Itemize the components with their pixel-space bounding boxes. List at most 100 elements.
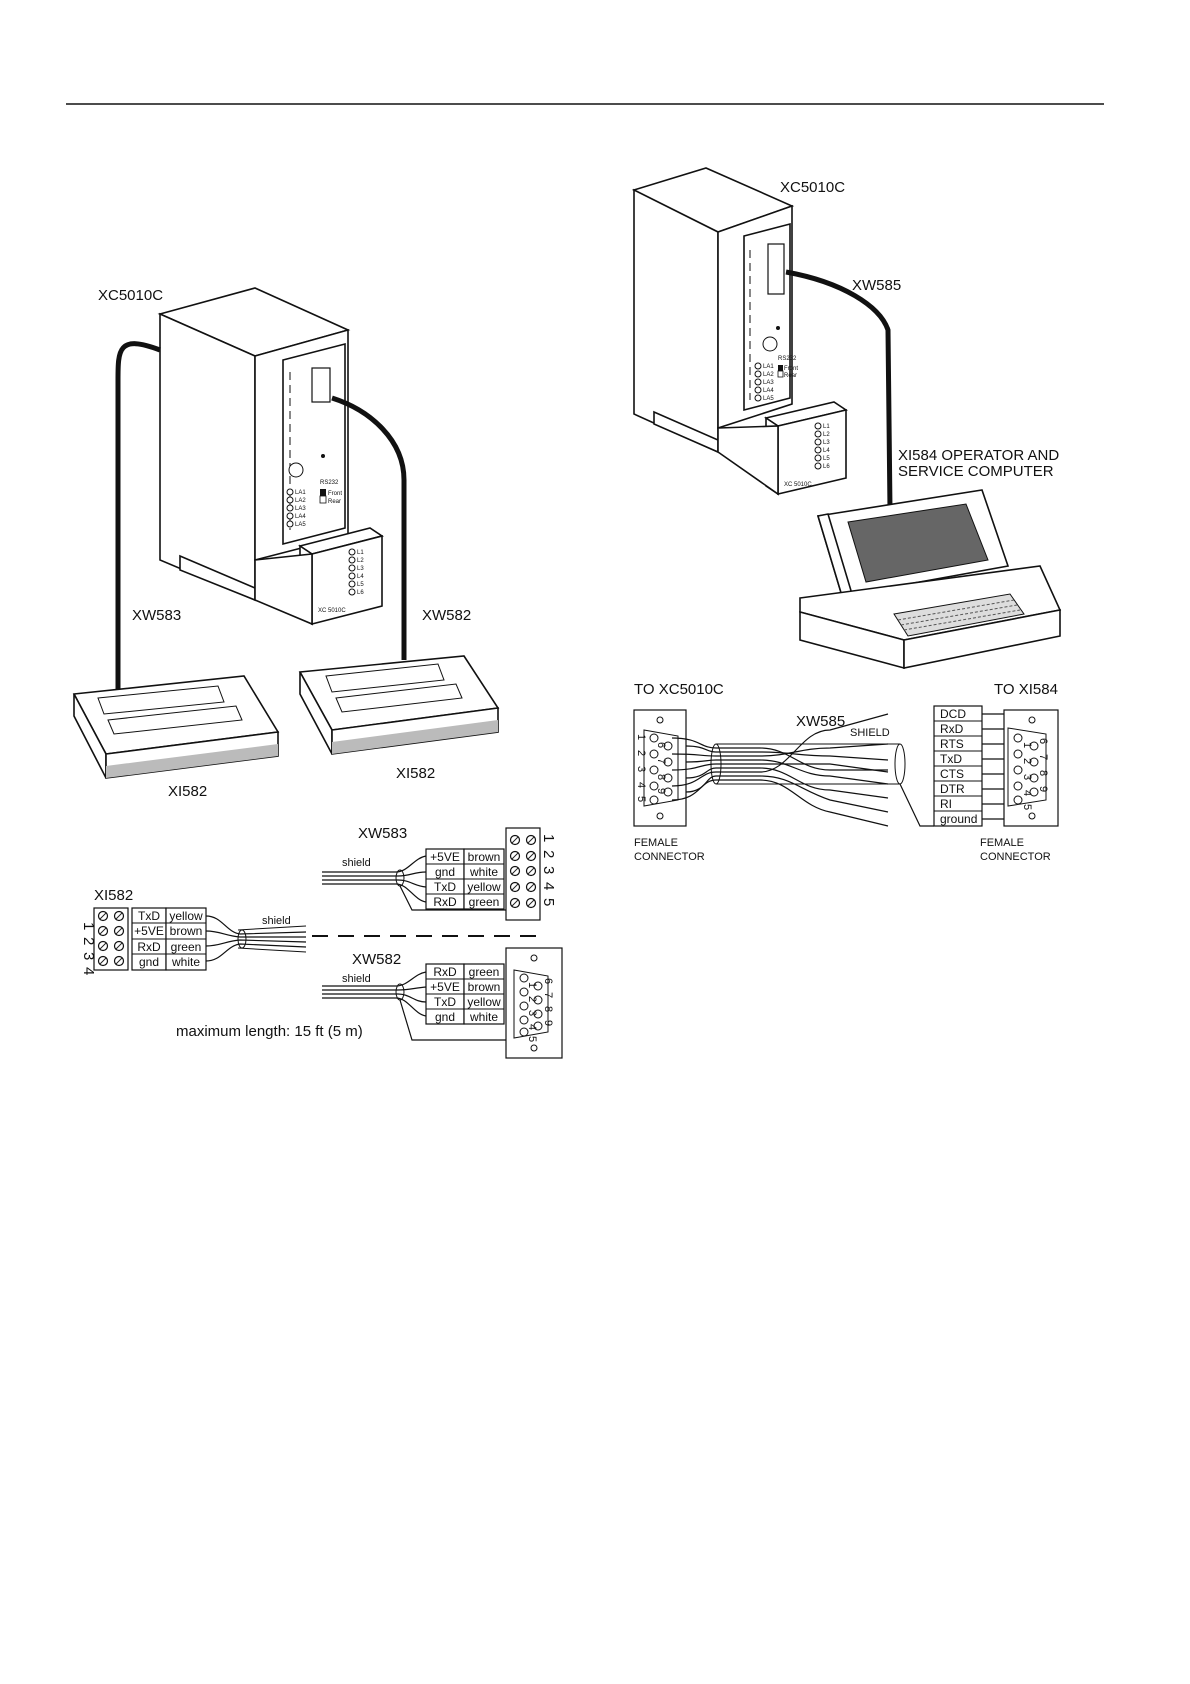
xw582-pin-3: 3 xyxy=(526,1010,538,1016)
xi582-block-title: XI582 xyxy=(94,887,133,904)
computer-label-line1: XI584 OPERATOR AND xyxy=(898,447,1059,464)
left-pin-7: 7 xyxy=(655,758,667,764)
display-window xyxy=(311,367,331,403)
right-pin-4: 4 xyxy=(1021,790,1033,796)
xw582-pin-1: 1 xyxy=(526,982,538,988)
signal-ri: RI xyxy=(940,797,952,811)
right-pin-6: 6 xyxy=(1037,738,1049,744)
terminal-left-keys xyxy=(107,705,243,735)
xw582-db9-pins: 1 2 3 4 5 6 7 8 9 xyxy=(519,973,554,1042)
xi582-color-2: brown xyxy=(170,924,203,938)
la-leds: LA1 LA2 LA3 LA4 LA5 xyxy=(754,362,774,402)
xi582-terminal-left xyxy=(72,675,280,779)
xw582-cable xyxy=(331,395,407,660)
xw582-pin-6: 6 xyxy=(542,978,554,984)
xi582-wiring: XI582 1 2 3 4 TxD +5VE RxD gnd yellow br… xyxy=(80,825,563,1059)
xw582-cable-label: XW582 xyxy=(422,607,471,624)
xw582-pin-2: 2 xyxy=(526,996,538,1002)
computer-label-line2: SERVICE COMPUTER xyxy=(898,463,1054,480)
xw582-shield: shield xyxy=(342,973,371,985)
computer-keyboard xyxy=(893,593,1025,637)
front-label: Front xyxy=(784,366,798,372)
xw583-signal-4: RxD xyxy=(433,895,457,909)
xw583-color-1: brown xyxy=(468,850,501,864)
switch-rear xyxy=(777,370,784,378)
la4-label: LA4 xyxy=(295,514,306,520)
xw583-shield: shield xyxy=(342,857,371,869)
l3-label: L3 xyxy=(823,440,830,446)
computer-screen xyxy=(847,503,989,583)
terminal-left-label: XI582 xyxy=(168,783,207,800)
xi582-signal-1: TxD xyxy=(138,909,160,923)
xw583-color-2: white xyxy=(469,865,498,879)
to-xi584-label: TO XI584 xyxy=(994,681,1058,698)
xw583-cable-label: XW583 xyxy=(132,607,181,624)
right-pin-8: 8 xyxy=(1037,770,1049,776)
xi584-computer xyxy=(799,489,1062,670)
rs232-label: RS232 xyxy=(320,480,339,486)
xw585-bundle xyxy=(671,713,934,827)
signal-txd: TxD xyxy=(940,752,962,766)
left-pin-5: 5 xyxy=(635,796,647,802)
signal-dtr: DTR xyxy=(940,782,965,796)
signal-cts: CTS xyxy=(940,767,964,781)
computer-base-front xyxy=(903,609,1061,669)
rear-label: Rear xyxy=(784,373,797,379)
signal-rts: RTS xyxy=(940,737,964,751)
xw583-pin-numbers: 1 2 3 4 5 xyxy=(540,834,557,906)
front-label: Front xyxy=(328,491,342,497)
xi582-pin-2: 2 xyxy=(80,937,97,945)
signal-rxd: RxD xyxy=(940,722,964,736)
l6-label: L6 xyxy=(357,590,364,596)
xw582-color-4: white xyxy=(469,1010,498,1024)
left-pin-2: 2 xyxy=(635,750,647,756)
xw583-color-4: green xyxy=(469,895,500,909)
xw582-signal-3: TxD xyxy=(434,995,456,1009)
terminal-right-label: XI582 xyxy=(396,765,435,782)
right-controller-illustration: LA1 LA2 LA3 LA4 LA5 RS232 Front Rear L1 … xyxy=(631,167,848,496)
panel-dot xyxy=(321,454,325,458)
xi582-pin-numbers: 1 2 3 4 xyxy=(80,922,97,975)
l1-label: L1 xyxy=(823,424,830,430)
xi582-signal-2: +5VE xyxy=(134,924,164,938)
lower-box-join xyxy=(717,425,779,496)
l1-label: L1 xyxy=(357,550,364,556)
xw583-signal-2: gnd xyxy=(435,865,455,879)
left-controller-label: XC5010C xyxy=(98,287,163,304)
xw583-pin-1: 1 xyxy=(540,834,557,842)
model-label: XC 5010C xyxy=(784,482,812,488)
left-female-label: FEMALE xyxy=(634,837,678,849)
xw583-title: XW583 xyxy=(358,825,407,842)
l4-label: L4 xyxy=(823,448,830,454)
xi582-pin-3: 3 xyxy=(80,952,97,960)
right-pin-9: 9 xyxy=(1037,786,1049,792)
l5-label: L5 xyxy=(357,582,364,588)
switch-front xyxy=(320,489,326,496)
xw583-screws xyxy=(509,834,537,909)
left-pin-6: 6 xyxy=(655,742,667,748)
signal-ground: ground xyxy=(940,812,977,826)
xi582-pin-4: 4 xyxy=(80,967,97,975)
max-length-note: maximum length: 15 ft (5 m) xyxy=(176,1023,363,1040)
la2-label: LA2 xyxy=(295,498,306,504)
xw582-pin-5: 5 xyxy=(526,1036,538,1042)
xw582-signal-4: gnd xyxy=(435,1010,455,1024)
la4-label: LA4 xyxy=(763,388,774,394)
left-db9-pins: 1 6 2 7 3 8 4 9 5 xyxy=(635,733,673,805)
xw583-pin-3: 3 xyxy=(540,866,557,874)
xw585-cable-label: XW585 xyxy=(852,277,901,294)
xw585-wiring: TO XC5010C TO XI584 XW585 SHIELD 1 6 2 7… xyxy=(633,681,1059,863)
rs232-label: RS232 xyxy=(778,356,797,362)
xw583-cable xyxy=(115,341,161,690)
xw582-pin-4: 4 xyxy=(526,1024,538,1030)
xw583-bundle xyxy=(322,855,526,911)
xw582-title: XW582 xyxy=(352,951,401,968)
xi582-color-1: yellow xyxy=(169,909,203,923)
model-label: XC 5010C xyxy=(318,608,346,614)
right-pin-5: 5 xyxy=(1021,804,1033,810)
xw583-signal-1: +5VE xyxy=(430,850,460,864)
xw582-signal-2: +5VE xyxy=(430,980,460,994)
right-female-label: FEMALE xyxy=(980,837,1024,849)
left-pin-8: 8 xyxy=(655,774,667,780)
